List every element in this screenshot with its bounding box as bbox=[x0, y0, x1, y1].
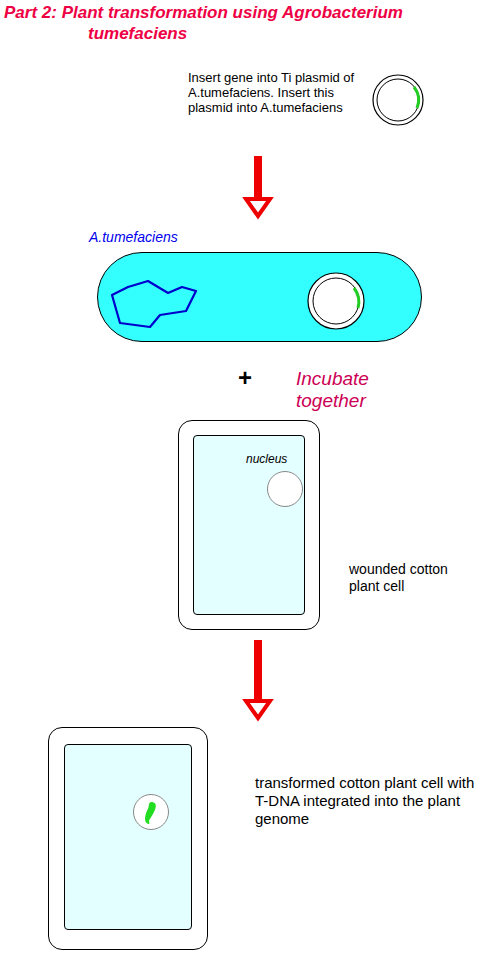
arrow-shaft bbox=[254, 156, 262, 200]
chromosome bbox=[112, 281, 196, 327]
t-dna bbox=[134, 795, 168, 829]
node-label: transformed cotton plant cell with T-DNA… bbox=[255, 774, 480, 828]
transformed-plant-cell: transformed cotton plant cell with T-DNA… bbox=[48, 727, 208, 950]
node-label: nucleus bbox=[246, 452, 287, 466]
node-label: wounded cotton plant cell bbox=[349, 561, 461, 595]
arrow-shaft bbox=[254, 640, 262, 701]
bacterium-cell: A.tumefaciens bbox=[97, 252, 422, 342]
inserted-gene bbox=[354, 288, 359, 308]
arrow-head bbox=[246, 199, 270, 216]
t-dna-segment bbox=[146, 803, 155, 823]
ti-plasmid-inner bbox=[313, 278, 359, 324]
bacterium-contents bbox=[98, 253, 420, 340]
step-note: Incubate together bbox=[296, 368, 426, 412]
flow-arrow bbox=[246, 640, 270, 718]
plasmid-inner bbox=[377, 79, 419, 121]
nucleus: nucleus bbox=[267, 471, 303, 507]
plant-cell: wounded cotton plant cellnucleus bbox=[178, 420, 320, 630]
ti-plasmid-outer bbox=[308, 273, 364, 329]
title: Part 2: Plant transformation using Agrob… bbox=[4, 2, 404, 44]
arrow-head bbox=[246, 701, 270, 718]
plasmid-outer bbox=[373, 75, 423, 125]
nucleus bbox=[133, 794, 169, 830]
plus-sign: + bbox=[238, 364, 252, 392]
instruction-text: Insert gene into Ti plasmid of A.tumefac… bbox=[188, 70, 368, 115]
inserted-gene bbox=[414, 87, 419, 108]
cytoplasm bbox=[64, 744, 192, 930]
organism-label: A.tumefaciens bbox=[89, 229, 178, 245]
